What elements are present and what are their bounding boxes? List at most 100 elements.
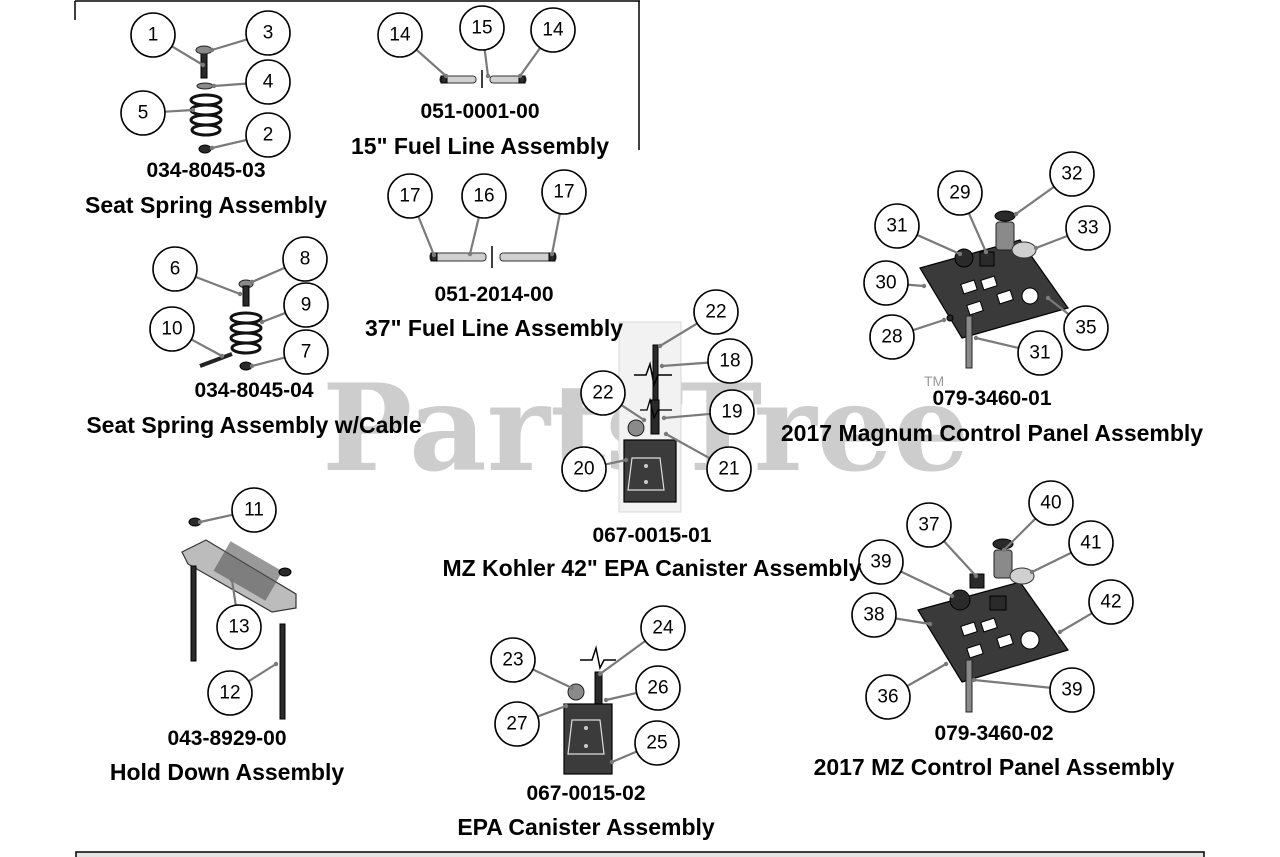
callout-30: 30 [863, 260, 909, 306]
leader-line [261, 311, 286, 324]
callout-circle [906, 502, 952, 548]
kohler-canister-drawing [618, 321, 682, 513]
callout-number: 2 [263, 125, 274, 146]
leader-line [907, 283, 925, 288]
callout-circle [635, 665, 681, 711]
leader-line [550, 213, 561, 255]
callout-number: 26 [647, 678, 668, 699]
leader-tip [229, 577, 235, 583]
title-seat-spring-cable: Seat Spring Assembly w/Cable [86, 412, 421, 438]
callout-40: 40 [1028, 480, 1074, 526]
callout-circle [245, 59, 291, 105]
callout-25: 25 [634, 720, 680, 766]
callout-19: 19 [709, 389, 755, 435]
callout-26: 26 [635, 665, 681, 711]
leader-tip [1029, 569, 1035, 575]
callout-number: 16 [473, 186, 494, 207]
callout-circle [245, 112, 291, 158]
callout-number: 35 [1075, 318, 1096, 339]
leader-line [895, 617, 931, 626]
callout-32: 32 [1049, 151, 1095, 197]
callout-number: 1 [148, 25, 159, 46]
leader-tip [957, 251, 963, 257]
callout-number: 38 [863, 605, 884, 626]
leader-line [975, 336, 1019, 350]
leader-line [248, 663, 277, 683]
callout-number: 13 [228, 617, 249, 638]
leader-line [599, 640, 646, 675]
leader-line [195, 275, 241, 296]
leader-line [483, 49, 490, 77]
callout-circle [120, 90, 166, 136]
title-seat-spring: Seat Spring Assembly [85, 192, 327, 218]
callout-circle [1049, 151, 1095, 197]
leader-line [916, 233, 961, 256]
callout-circle [580, 370, 626, 416]
callout-7: 7 [283, 329, 329, 375]
callout-number: 31 [886, 216, 907, 237]
leader-tip [209, 47, 215, 53]
callout-circle [541, 169, 587, 215]
callout-circle [283, 282, 329, 328]
leader-tip [219, 353, 225, 359]
leader-line [519, 47, 542, 77]
part-number-mz-panel: 079-3460-02 [934, 722, 1053, 745]
leader-tip [1045, 295, 1051, 301]
leader-tip [563, 703, 569, 709]
callout-24: 24 [640, 605, 686, 651]
leader-line [211, 138, 247, 150]
leader-line [537, 704, 567, 718]
callout-circle [377, 12, 423, 58]
callout-circle [130, 12, 176, 58]
part-number-seat-spring: 034-8045-03 [146, 159, 265, 182]
leader-tip [569, 685, 575, 691]
callout-number: 29 [949, 183, 970, 204]
callout-28: 28 [869, 314, 915, 360]
callout-number: 7 [301, 342, 312, 363]
leader-line [1035, 234, 1068, 250]
callout-number: 25 [646, 733, 667, 754]
callout-circle [640, 605, 686, 651]
leader-tip [485, 73, 491, 79]
leader-tip [663, 431, 669, 437]
leader-line [620, 404, 645, 421]
leader-tip [971, 677, 977, 683]
callout-20: 20 [561, 446, 607, 492]
callout-number: 5 [138, 103, 149, 124]
callout-number: 36 [877, 687, 898, 708]
callout-circle [693, 289, 739, 335]
callout-number: 12 [219, 683, 240, 704]
leader-line [661, 361, 709, 368]
leader-line [973, 678, 1051, 689]
callout-22: 22 [580, 370, 626, 416]
leader-tip [211, 83, 217, 89]
callout-circle [561, 446, 607, 492]
leader-tip [949, 593, 955, 599]
callout-circle [231, 487, 277, 533]
callout-number: 17 [553, 182, 574, 203]
callout-number: 27 [506, 714, 527, 735]
callout-number: 41 [1080, 533, 1101, 554]
part-number-epa-canister: 067-0015-02 [526, 782, 645, 805]
callout-number: 4 [263, 72, 274, 93]
callout-circle [387, 173, 433, 219]
part-number-kohler-canister: 067-0015-01 [592, 524, 711, 547]
leader-tip [1057, 629, 1063, 635]
leader-tip [603, 697, 609, 703]
callout-number: 14 [389, 25, 411, 46]
leader-tip [983, 249, 989, 255]
leader-tip [200, 62, 206, 68]
callout-circle [874, 203, 920, 249]
callout-circle [283, 329, 329, 375]
leader-tip [190, 107, 196, 113]
callout-number: 39 [870, 552, 891, 573]
callout-1: 1 [130, 12, 176, 58]
callout-29: 29 [937, 170, 983, 216]
callout-circle [149, 306, 195, 352]
leader-tip [921, 283, 927, 289]
leader-line [468, 217, 480, 255]
callout-number: 15 [471, 18, 492, 39]
callout-circle [709, 389, 755, 435]
callout-circle [1063, 305, 1109, 351]
